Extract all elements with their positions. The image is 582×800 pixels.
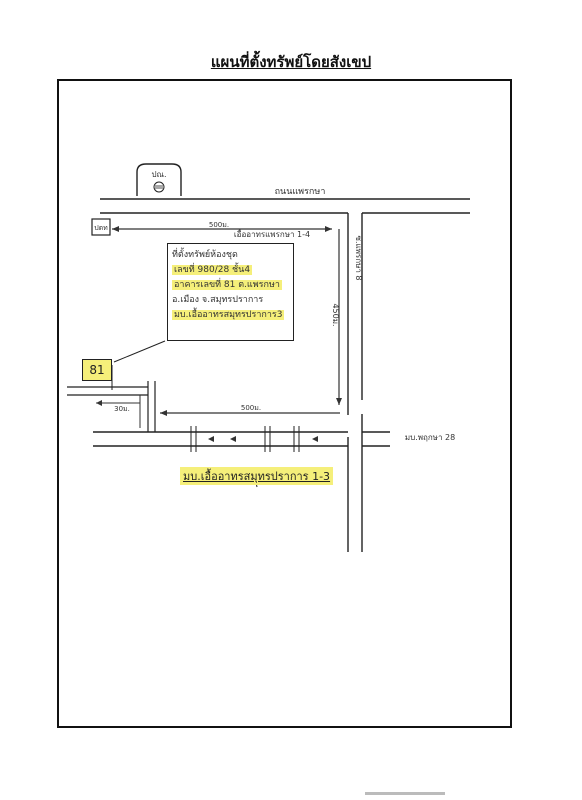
- page-title: แผนที่ตั้งทรัพย์โดยสังเขป: [210, 53, 372, 71]
- plot-number-tag: 81: [82, 359, 112, 381]
- small-distance-label: 30ม.: [114, 405, 130, 413]
- bottom-distance-label: 500ม.: [241, 404, 261, 412]
- vertical-distance-label: 450ม.: [331, 303, 340, 326]
- top-soi-arrowhead-right: [325, 226, 332, 232]
- police-box-icon: [91, 218, 111, 236]
- top-soi-arrowhead-left: [112, 226, 119, 232]
- plot-pointer-line: [113, 340, 166, 363]
- map-frame: [57, 79, 512, 728]
- callout-line-3: อาคารเลขที่ 81 ต.แพรกษา: [172, 280, 282, 290]
- top-soi-label: เอื้ออาทรแพรกษา 1-4: [234, 228, 310, 239]
- property-callout-box: ที่ตั้งทรัพย์ห้องชุด เลขที่ 980/28 ชั้น4…: [167, 243, 294, 341]
- bottom-village-label: มบ.พฤกษา 28: [405, 433, 455, 442]
- callout-line-2: เลขที่ 980/28 ชั้น4: [172, 265, 253, 275]
- callout-line-1: ที่ตั้งทรัพย์ห้องชุด: [172, 250, 238, 260]
- callout-line-4: อ.เมือง จ.สมุทรปราการ: [172, 295, 264, 305]
- middle-village-label: มบ.เอื้ออาทรสมุทรปราการ 1-3: [180, 467, 334, 485]
- bottom-arrowhead-left: [160, 410, 167, 416]
- police-box-label: ปตท: [94, 224, 108, 232]
- lower-road-direction-arrows: [208, 436, 318, 442]
- vertical-arrowhead: [336, 398, 342, 405]
- right-soi-label: ซ.แพรกษา 8: [354, 236, 363, 281]
- callout-line-5: มบ.เอื้ออาทรสมุทรปราการ3: [172, 310, 285, 320]
- page-edge-mark: [365, 792, 445, 795]
- main-road-label: ถนนแพรกษา: [275, 187, 326, 197]
- post-office-label: ปณ.: [151, 170, 166, 179]
- top-distance-label: 500ม.: [209, 221, 229, 229]
- lower-road-gates: [190, 426, 300, 452]
- small-distance-arrowhead: [96, 400, 102, 406]
- post-office-icon: [136, 163, 182, 196]
